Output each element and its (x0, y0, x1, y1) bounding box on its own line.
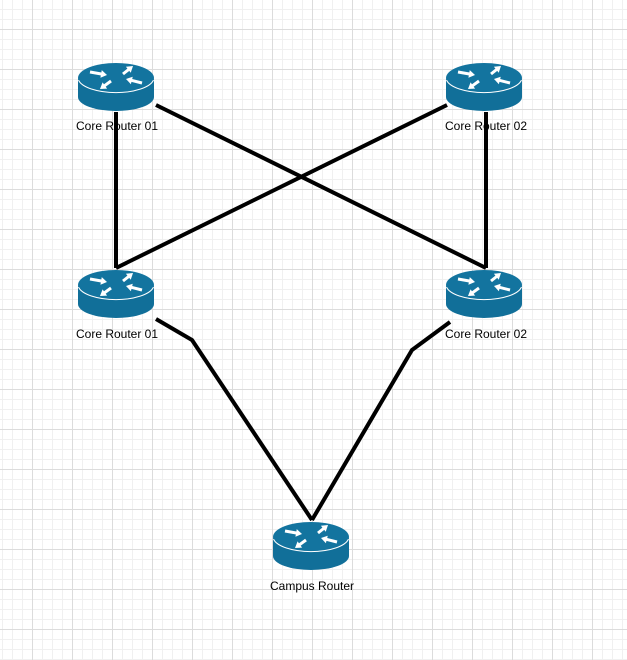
link-core-mid-right-to-campus[interactable] (310, 320, 452, 522)
node-label-core-top-left: Core Router 01 (75, 119, 159, 133)
node-label-core-mid-left: Core Router 01 (75, 327, 159, 341)
router-node-core-mid-left[interactable] (78, 270, 154, 318)
router-icon (273, 522, 349, 570)
router-icon (78, 63, 154, 111)
router-icon (78, 270, 154, 318)
node-label-campus: Campus Router (269, 579, 355, 593)
router-node-core-mid-right[interactable] (446, 270, 522, 318)
links-layer (114, 103, 488, 522)
router-icon (446, 270, 522, 318)
node-label-core-mid-right: Core Router 02 (444, 327, 528, 341)
node-label-core-top-right: Core Router 02 (444, 119, 528, 133)
router-node-core-top-left[interactable] (78, 63, 154, 111)
router-node-campus[interactable] (273, 522, 349, 570)
link-core-top-left-to-core-mid-right[interactable] (155, 103, 487, 270)
router-node-core-top-right[interactable] (446, 63, 522, 111)
nodes-layer (78, 63, 522, 570)
router-icon (446, 63, 522, 111)
link-core-mid-left-to-campus[interactable] (154, 317, 314, 522)
link-core-top-right-to-core-mid-left[interactable] (115, 103, 448, 270)
